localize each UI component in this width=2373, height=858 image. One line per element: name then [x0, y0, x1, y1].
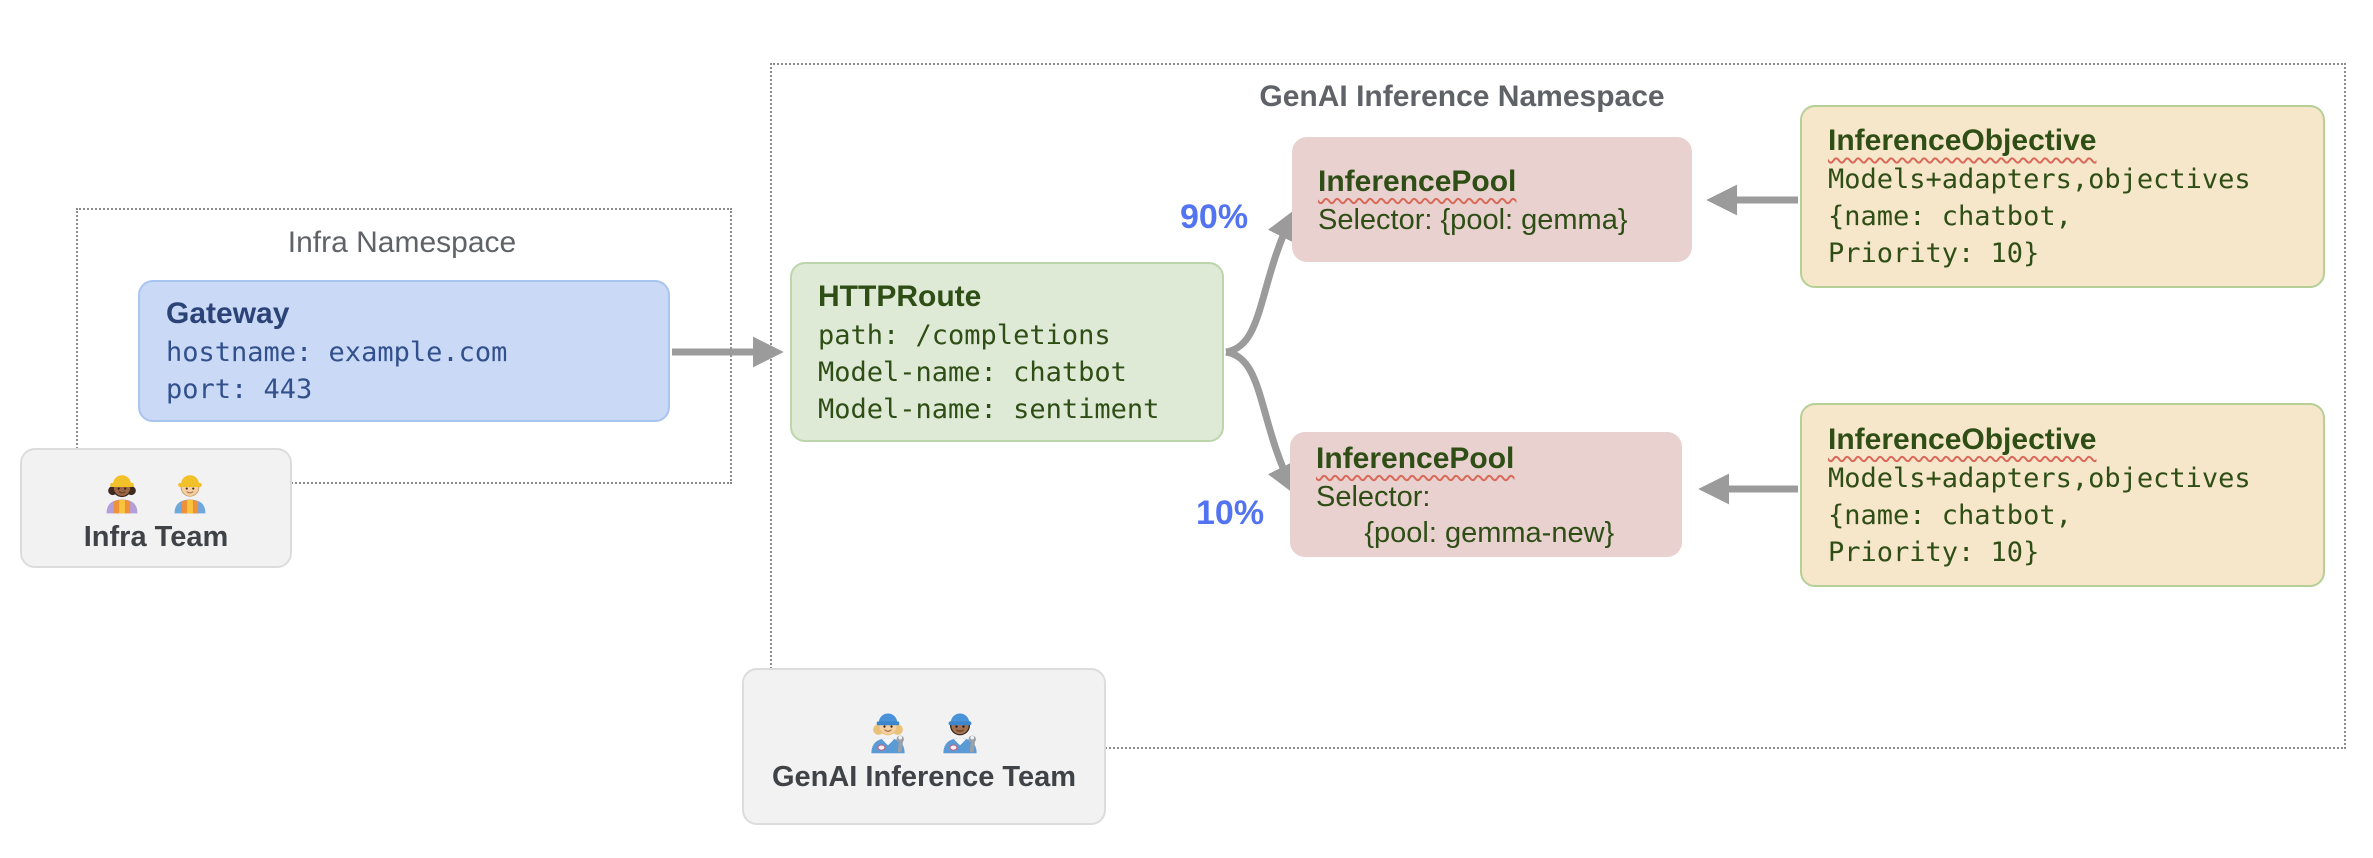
woman-mechanic-icon [871, 713, 905, 754]
infra-team-icons [96, 463, 216, 515]
inference-objective-bottom-title: InferenceObjective [1828, 420, 2297, 460]
httproute-model-sentiment-line: Model-name: sentiment [818, 393, 1160, 425]
genai-inference-namespace-title: GenAI Inference Namespace [1259, 80, 1665, 113]
httproute-path-line: path: /completions [818, 319, 1111, 351]
traffic-split-10-label: 10% [1196, 494, 1265, 532]
infra-namespace-title: Infra Namespace [287, 226, 517, 259]
gateway-port-line: port: 443 [166, 374, 313, 405]
inference-pool-bottom-node: InferencePool Selector: {pool: gemma-new… [1290, 432, 1682, 557]
inference-pool-bottom-title: InferencePool [1316, 439, 1656, 479]
inference-pool-top-selector-line: Selector: {pool: gemma} [1318, 203, 1628, 236]
genai-inference-team-card: GenAI Inference Team [742, 668, 1106, 825]
httproute-title: HTTPRoute [818, 279, 982, 313]
infra-namespace-box [76, 208, 732, 484]
inference-objective-bottom-priority-line: Priority: 10} [1828, 536, 2040, 568]
inference-pool-top-node: InferencePool Selector: {pool: gemma} [1292, 137, 1692, 262]
inference-pool-top-title-text: InferencePool [1318, 164, 1517, 198]
inference-objective-top-node: InferenceObjective Models+adapters,objec… [1800, 105, 2325, 288]
genai-team-icons [860, 699, 988, 755]
man-mechanic-icon [943, 713, 977, 754]
httproute-node: HTTPRoute path: /completions Model-name:… [790, 262, 1224, 442]
gateway-hostname-line: hostname: example.com [166, 337, 508, 368]
woman-construction-worker-icon [106, 474, 138, 513]
inference-objective-top-models-line: Models+adapters,objectives [1828, 164, 2251, 195]
inference-objective-bottom-node: InferenceObjective Models+adapters,objec… [1800, 403, 2325, 587]
gateway-title: Gateway [166, 297, 290, 330]
inference-pool-bottom-selector-line: Selector: [1316, 480, 1431, 513]
inference-pool-bottom-title-text: InferencePool [1316, 441, 1515, 475]
infra-team-label: Infra Team [83, 520, 229, 553]
inference-objective-top-title-text: InferenceObjective [1828, 124, 2097, 157]
inference-objective-top-priority-line: Priority: 10} [1828, 238, 2040, 269]
inference-objective-bottom-name-line: {name: chatbot, [1828, 499, 2072, 531]
gateway-node: Gateway hostname: example.com port: 443 [138, 280, 670, 422]
inference-pool-top-title: InferencePool [1318, 162, 1666, 202]
inference-objective-bottom-title-text: InferenceObjective [1828, 422, 2097, 456]
infra-team-card: Infra Team [20, 448, 292, 568]
genai-inference-namespace-box [770, 63, 2346, 749]
inference-objective-bottom-models-line: Models+adapters,objectives [1828, 462, 2251, 494]
genai-team-label: GenAI Inference Team [771, 761, 1077, 793]
man-construction-worker-icon [174, 474, 206, 513]
inference-pool-bottom-selector-value-line: {pool: gemma-new} [1316, 516, 1615, 549]
inference-objective-top-title: InferenceObjective [1828, 121, 2297, 161]
traffic-split-90-label: 90% [1180, 198, 1249, 236]
httproute-model-chatbot-line: Model-name: chatbot [818, 356, 1127, 388]
inference-objective-top-name-line: {name: chatbot, [1828, 201, 2072, 232]
